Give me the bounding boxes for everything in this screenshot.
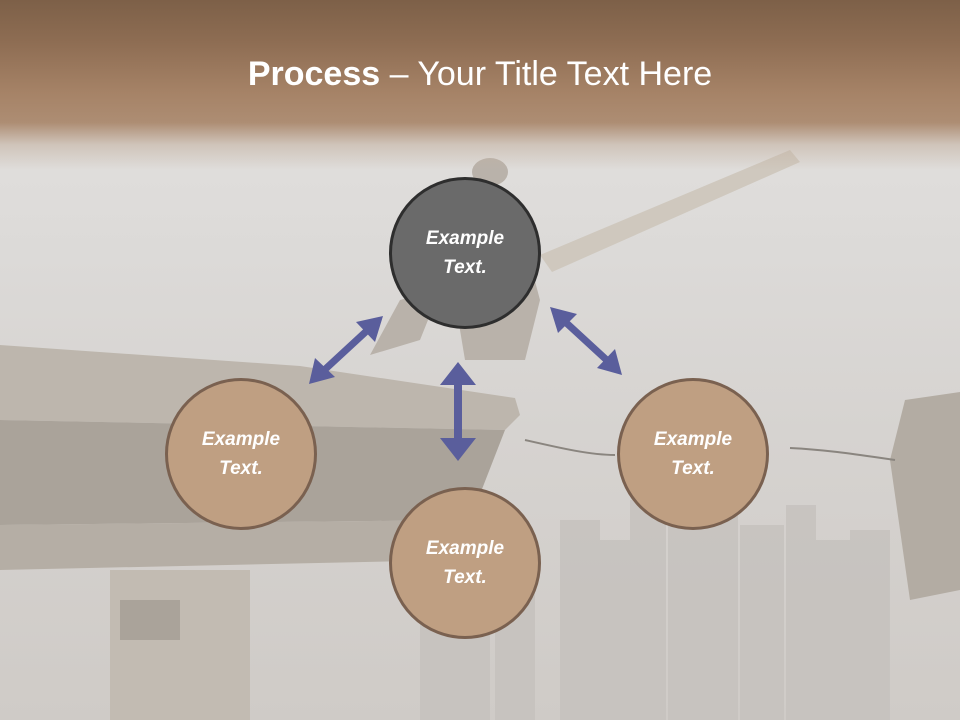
double-arrow-icon-left (309, 316, 383, 384)
process-node-left-label: Example Text. (201, 429, 281, 479)
process-node-bottom-label: Example Text. (425, 538, 505, 588)
process-node-center-label: Example Text. (425, 228, 505, 278)
process-node-left: Example Text. (165, 378, 317, 530)
double-arrow-icon-right (550, 307, 622, 375)
slide-title-text: Your Title Text Here (417, 55, 713, 93)
slide-title-separator: – (380, 55, 418, 93)
process-node-center: Example Text. (389, 177, 541, 329)
double-arrow-icon-center (440, 362, 476, 461)
title-band (0, 0, 960, 170)
process-node-right-label: Example Text. (653, 429, 733, 479)
slide-title: Process – Your Title Text Here (0, 52, 960, 96)
process-node-right: Example Text. (617, 378, 769, 530)
process-node-bottom: Example Text. (389, 487, 541, 639)
slide-title-bold: Process (247, 55, 381, 93)
